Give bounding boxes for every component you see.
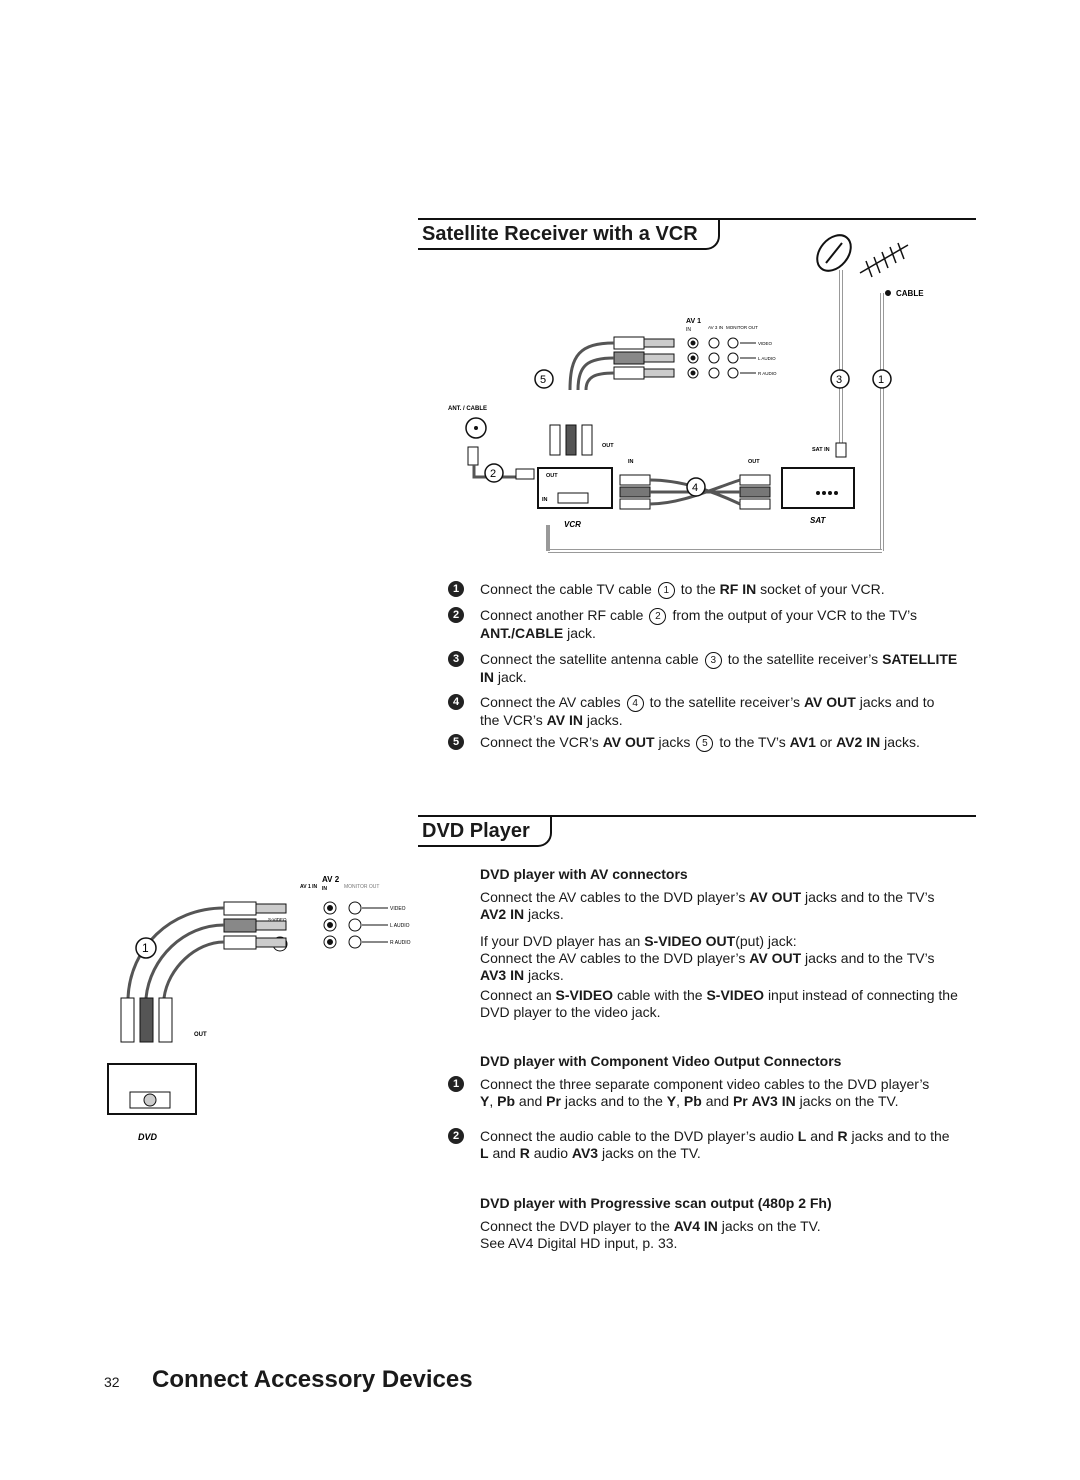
svg-text:5: 5 (540, 374, 546, 386)
heading-progressive: DVD player with Progressive scan output … (480, 1195, 832, 1211)
svg-text:IN: IN (542, 497, 548, 503)
section-title-dvd: DVD Player (418, 817, 552, 847)
section-rule-satellite (418, 218, 976, 220)
progressive-p1: Connect the DVD player to the AV4 IN jac… (480, 1218, 821, 1251)
svg-text:DVD: DVD (138, 1132, 158, 1142)
svg-text:AV 2: AV 2 (322, 875, 340, 884)
dvd-output-plugs (120, 997, 173, 1043)
vcr-output-plugs (549, 424, 593, 456)
heading-component: DVD player with Component Video Output C… (480, 1053, 842, 1069)
svg-text:AV 1 IN: AV 1 IN (300, 884, 318, 890)
svg-text:SAT: SAT (810, 516, 827, 525)
svg-text:OUT: OUT (602, 443, 614, 449)
sat-box (781, 467, 855, 509)
svg-text:L AUDIO: L AUDIO (758, 356, 776, 361)
av-connectors-p1: Connect the AV cables to the DVD player’… (480, 889, 935, 922)
svg-text:AV 3 IN: AV 3 IN (708, 325, 723, 330)
section-rule-dvd (418, 815, 976, 817)
svg-text:1: 1 (878, 374, 884, 386)
svg-text:2: 2 (490, 468, 496, 480)
svg-text:VIDEO: VIDEO (758, 341, 773, 346)
svg-text:VIDEO: VIDEO (390, 906, 406, 912)
satellite-vcr-diagram: CABLE AV 1 IN AV 3 IN MONITOR OUT VIDEO … (448, 234, 924, 553)
section-title-satellite: Satellite Receiver with a VCR (418, 220, 720, 250)
antenna-icon (859, 242, 909, 278)
svg-text:R AUDIO: R AUDIO (758, 371, 777, 376)
svg-text:4: 4 (692, 482, 698, 494)
av-connectors-p4: Connect an S-VIDEO cable with the S-VIDE… (480, 987, 958, 1020)
svg-text:ANT. / CABLE: ANT. / CABLE (448, 406, 487, 412)
page-number: 32 (104, 1374, 120, 1390)
rca-plugs-top (613, 336, 675, 380)
dvd-diagram: AV 2 AV 1 IN IN MONITOR OUT S-VIDEO VIDE… (107, 875, 411, 1142)
svg-text:OUT: OUT (546, 473, 558, 479)
page-title: Connect Accessory Devices (152, 1366, 473, 1393)
svg-text:OUT: OUT (194, 1032, 207, 1038)
svg-text:OUT: OUT (748, 459, 760, 465)
svg-text:3: 3 (836, 374, 842, 386)
av-connectors-p2: If your DVD player has an S-VIDEO OUT(pu… (480, 933, 797, 949)
cable-label: CABLE (896, 289, 924, 298)
av-connectors-p3: Connect the AV cables to the DVD player’… (480, 950, 935, 983)
svg-text:S-VIDEO: S-VIDEO (268, 917, 287, 922)
svg-text:1: 1 (142, 941, 149, 955)
svg-text:SAT IN: SAT IN (812, 447, 830, 453)
svg-text:AV 1: AV 1 (686, 318, 701, 325)
svg-text:VCR: VCR (564, 520, 581, 529)
heading-av-connectors: DVD player with AV connectors (480, 866, 688, 882)
svg-text:IN: IN (628, 459, 634, 465)
svg-text:MONITOR OUT: MONITOR OUT (726, 325, 758, 330)
av1-jacks (687, 337, 739, 379)
svg-text:MONITOR OUT: MONITOR OUT (344, 884, 379, 890)
svg-text:L AUDIO: L AUDIO (390, 923, 410, 929)
svg-text:R AUDIO: R AUDIO (390, 940, 411, 946)
rca-plugs-dvd (223, 901, 287, 950)
svg-text:IN: IN (686, 327, 691, 333)
svg-text:IN: IN (322, 886, 327, 892)
satellite-dish-icon (816, 234, 852, 272)
